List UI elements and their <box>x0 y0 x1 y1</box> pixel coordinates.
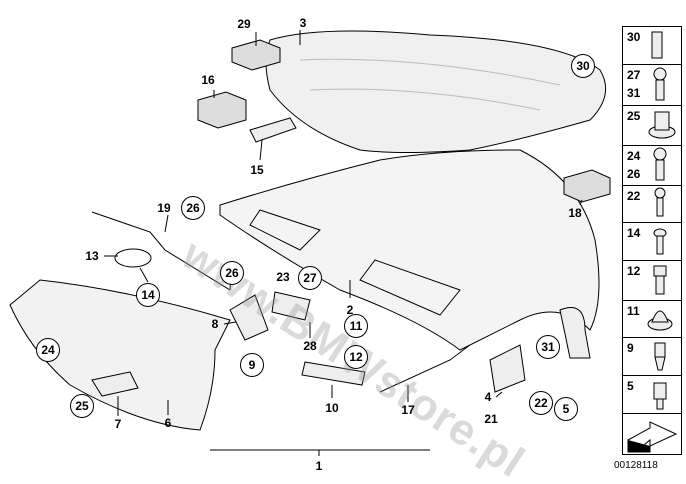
part-label-4: 4 <box>484 390 492 404</box>
part-label-31: 31 <box>536 335 560 359</box>
part-label-14: 14 <box>136 283 160 307</box>
legend-part-number: 22 <box>627 189 641 203</box>
cable-17 <box>379 344 471 393</box>
part-label-21: 21 <box>484 412 498 426</box>
legend-cell-buffer-icon: 9 <box>622 337 682 375</box>
part-label-10: 10 <box>325 401 339 415</box>
legend-part-number: 30 <box>627 30 641 44</box>
soft-top <box>265 30 607 153</box>
plate-23 <box>271 291 311 321</box>
part-label-28: 28 <box>303 339 317 353</box>
legend-cell-clip-icon: 30 <box>622 26 682 64</box>
part-label-3: 3 <box>299 16 307 30</box>
bracket-8 <box>229 294 269 341</box>
cover-7 <box>91 371 139 397</box>
part-31 <box>559 307 591 359</box>
part-label-26b: 26 <box>220 261 244 285</box>
legend-part-number: 27 <box>627 68 641 82</box>
part-15 <box>249 117 297 143</box>
bracket-4 <box>489 344 526 393</box>
part-label-29: 29 <box>237 17 251 31</box>
box-16 <box>197 91 247 129</box>
part-label-17: 17 <box>401 403 415 417</box>
legend-cell-arrow-icon <box>622 413 682 455</box>
rear-frame <box>219 149 600 351</box>
box-18 <box>563 169 611 203</box>
part-label-23: 23 <box>276 270 290 284</box>
part-label-27: 27 <box>298 266 322 290</box>
legend-part-number: 11 <box>627 304 640 318</box>
part-label-26a: 26 <box>181 196 205 220</box>
part-label-5: 5 <box>554 397 578 421</box>
part-label-9: 9 <box>240 353 264 377</box>
part-label-22: 22 <box>529 391 553 415</box>
legend-cell-flange-nut-icon: 11 <box>622 300 682 337</box>
legend-icons <box>627 31 678 453</box>
ring-13 <box>114 248 152 268</box>
part-label-6: 6 <box>164 416 172 430</box>
box-29 <box>231 39 281 71</box>
legend-part-number: 31 <box>627 86 641 100</box>
part-label-7: 7 <box>114 417 122 431</box>
legend-cell-oval-head-screw-icon: 14 <box>622 222 682 260</box>
part-label-15: 15 <box>250 163 264 177</box>
part-label-1: 1 <box>315 459 323 473</box>
part-label-30: 30 <box>571 54 595 78</box>
part-label-8: 8 <box>211 317 219 331</box>
legend-cell-nut-icon: 25 <box>622 105 682 145</box>
legend-part-number: 9 <box>627 341 634 355</box>
legend-part-number: 25 <box>627 109 641 123</box>
cable-19 <box>91 211 231 291</box>
part-label-2: 2 <box>346 303 354 317</box>
part-label-25: 25 <box>70 394 94 418</box>
part-label-18: 18 <box>568 206 582 220</box>
part-label-19: 19 <box>157 201 171 215</box>
part-10 <box>301 361 366 386</box>
part-label-16: 16 <box>201 73 215 87</box>
part-label-13: 13 <box>85 249 99 263</box>
legend-part-number: 5 <box>627 379 634 393</box>
legend-cell-stud-bolt-icon: 5 <box>622 375 682 413</box>
legend-cell-countersunk-screw-icon: 22 <box>622 185 682 222</box>
part-label-24: 24 <box>36 338 60 362</box>
part-label-11: 11 <box>344 314 368 338</box>
legend-part-number: 26 <box>627 167 641 181</box>
legend-part-number: 24 <box>627 149 641 163</box>
legend-part-number: 12 <box>627 264 641 278</box>
legend-part-number: 14 <box>627 226 641 240</box>
legend-cell-socket-bolt-icon: 12 <box>622 260 682 300</box>
diagram-code: 00128118 <box>614 460 658 471</box>
part-label-12: 12 <box>344 345 368 369</box>
